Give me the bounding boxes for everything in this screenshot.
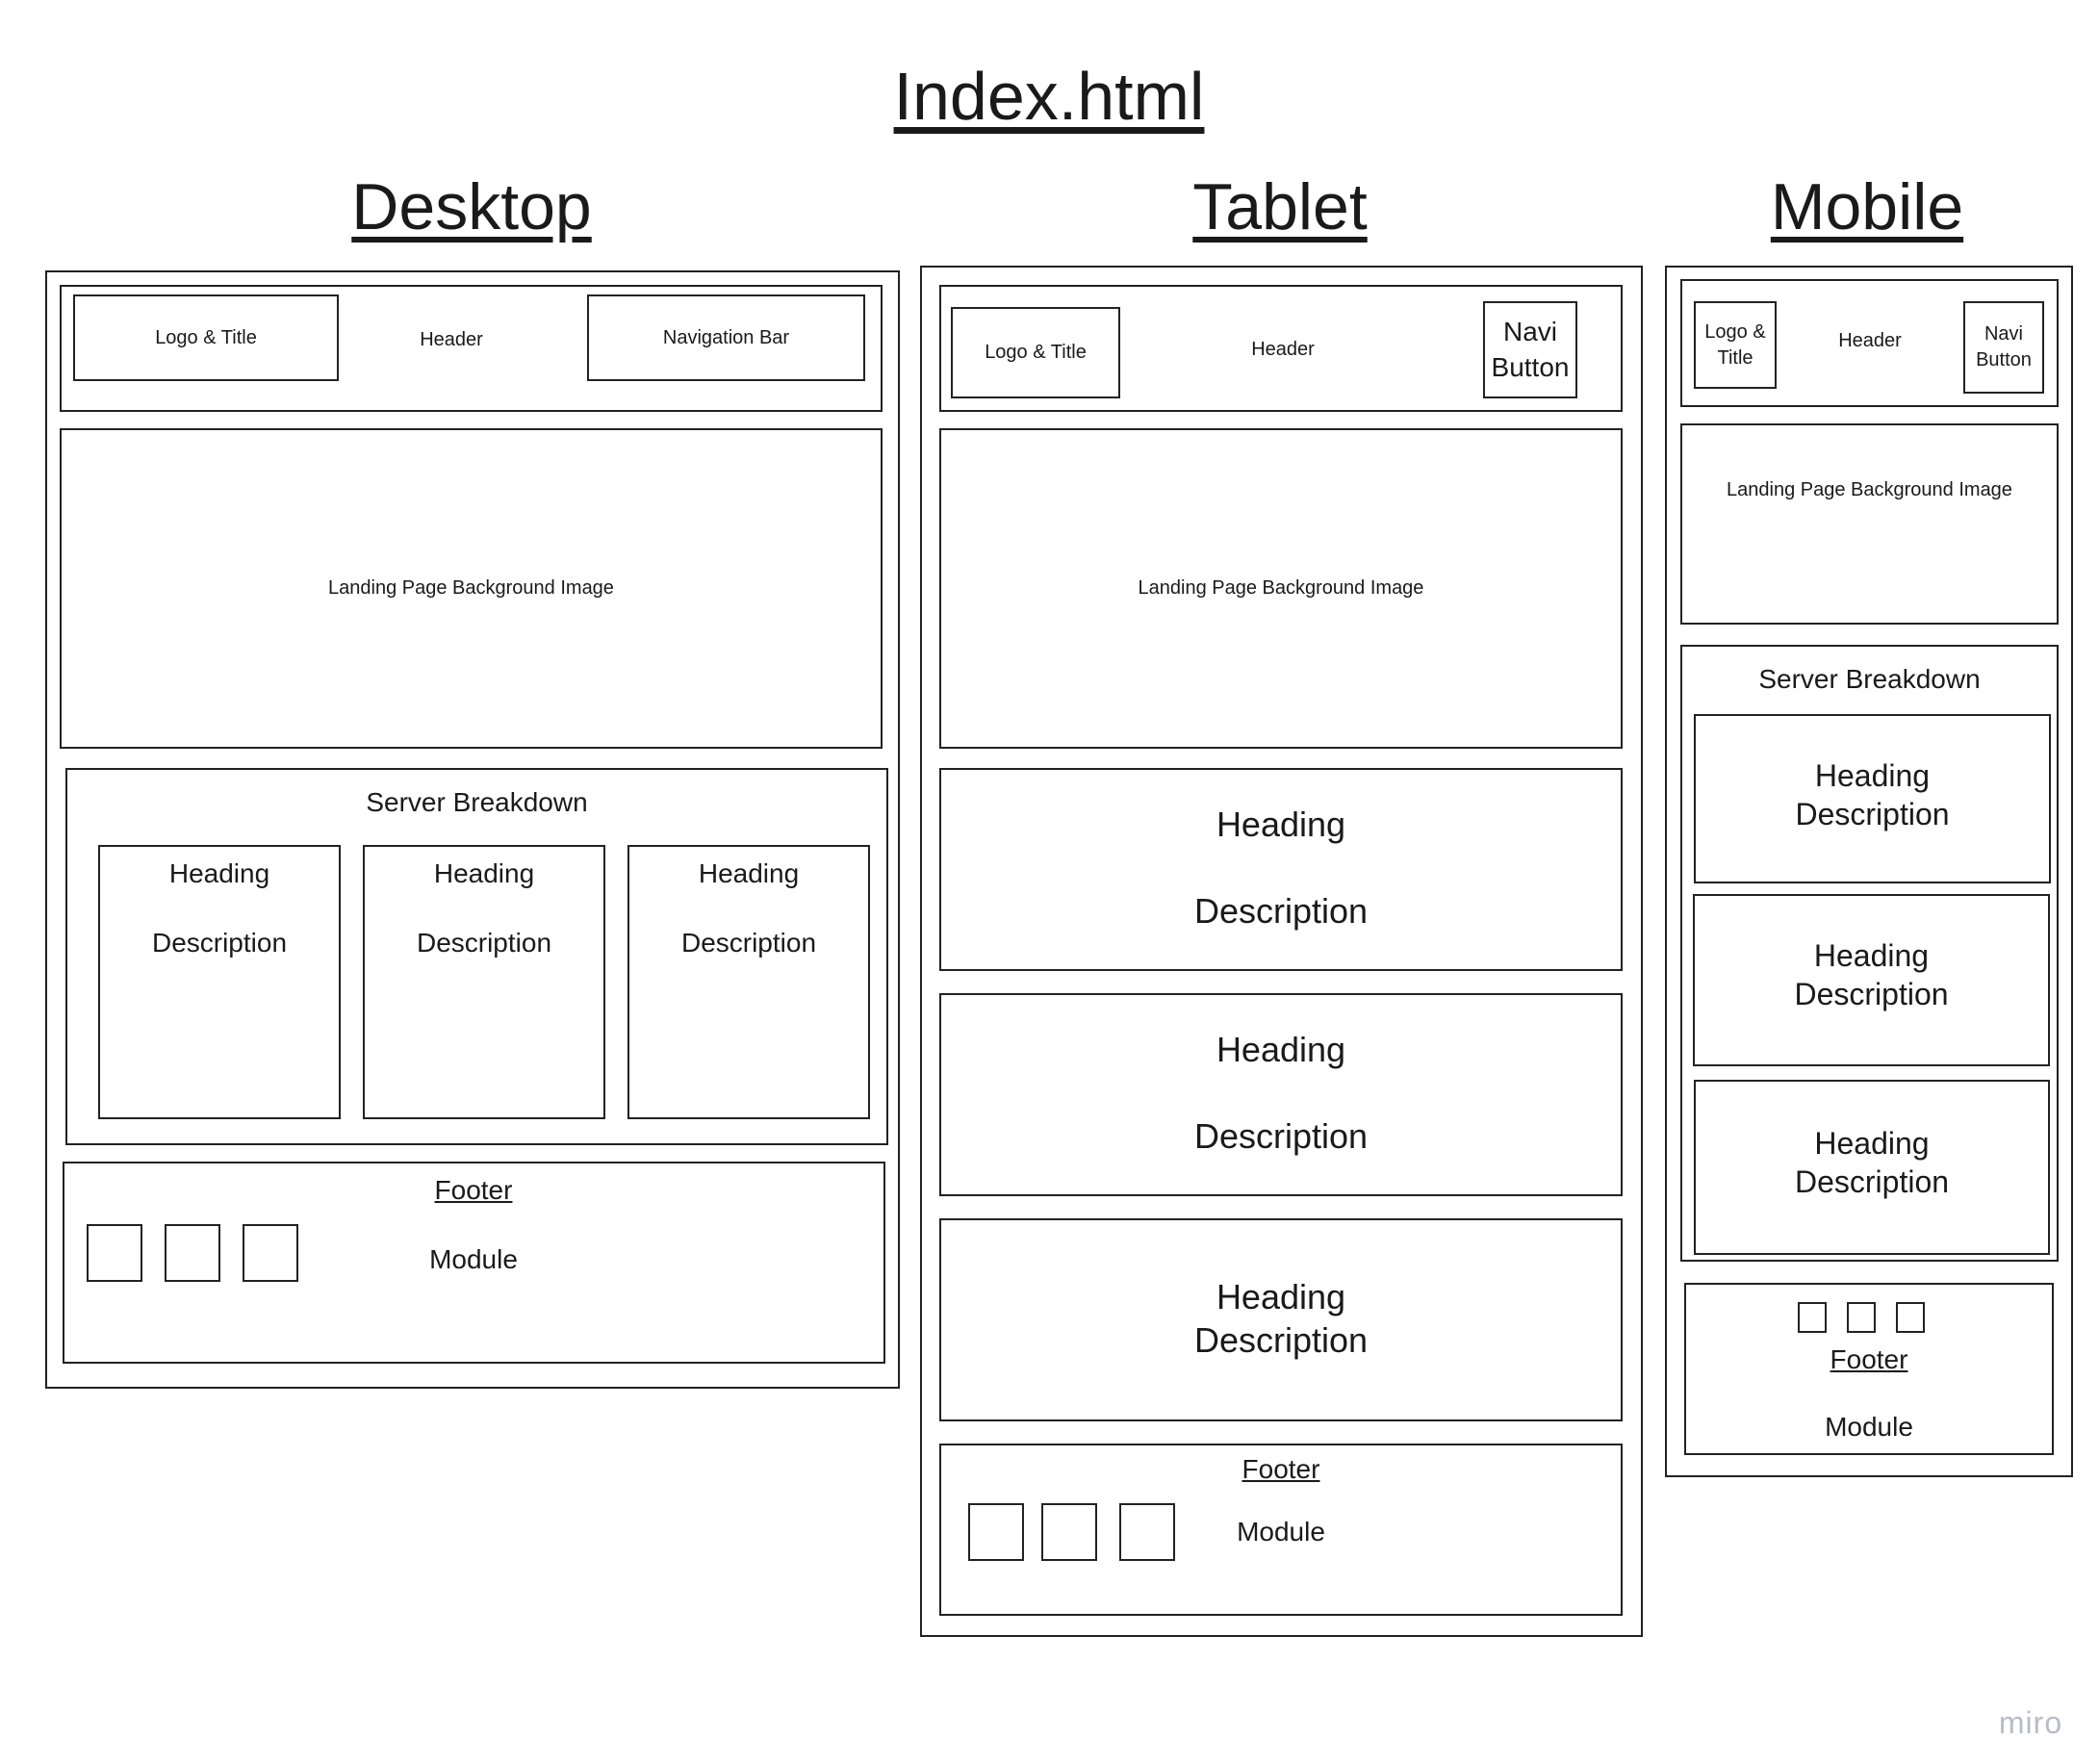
desktop-footer-module: Module [429,1244,518,1274]
tablet-logo-title: Logo & Title [951,307,1120,398]
desktop-footer-icon-2 [165,1224,220,1282]
mobile-footer-module: Module [1825,1412,1913,1442]
tablet-footer-icon-2 [1041,1503,1097,1561]
desktop-footer-label: Footer [434,1175,513,1205]
desktop-nav-bar: Navigation Bar [587,294,865,381]
mobile-header: Logo & Title Header Navi Button [1680,279,2059,407]
tablet-card-3-description: Description [1193,1320,1369,1360]
mobile-landing-label: Landing Page Background Image [1727,479,2012,500]
desktop-landing-label: Landing Page Background Image [328,577,614,599]
mobile-card-3: Heading Description [1694,1080,2050,1255]
desktop-landing-image: Landing Page Background Image [60,428,883,749]
tablet-footer-module: Module [1237,1517,1325,1547]
mobile-card-2-heading: Heading [1813,937,1930,973]
desktop-card-2-description: Description [416,928,552,958]
desktop-card-3: Heading Description [627,845,870,1119]
mobile-card-2: Heading Description [1693,894,2050,1066]
tablet-landing-image: Landing Page Background Image [939,428,1623,749]
tablet-footer-icon-3 [1119,1503,1175,1561]
mobile-header-label: Header [1838,329,1902,351]
desktop-card-2-heading: Heading [433,858,535,888]
mobile-navi-button[interactable]: Navi Button [1963,301,2044,394]
tablet-footer: Footer Module [939,1444,1623,1616]
desktop-logo-title: Logo & Title [73,294,339,381]
tablet-header: Logo & Title Header Navi Button [939,285,1623,412]
desktop-card-1: Heading Description [98,845,341,1119]
mobile-card-3-heading: Heading [1814,1125,1930,1161]
desktop-footer-icon-3 [243,1224,298,1282]
desktop-card-1-description: Description [151,928,288,958]
mobile-footer-icon-2 [1847,1302,1876,1333]
desktop-nav-bar-label: Navigation Bar [662,326,790,348]
tablet-card-1-description: Description [1193,891,1369,931]
tablet-navi-button-label: Navi Button [1491,317,1570,382]
mobile-footer-icon-1 [1798,1302,1827,1333]
mobile-card-1: Heading Description [1694,714,2051,883]
desktop-logo-title-label: Logo & Title [155,326,257,348]
desktop-server-breakdown: Server Breakdown Heading Description Hea… [65,768,888,1145]
tablet-header-label: Header [1251,338,1315,360]
tablet-card-1: Heading Description [939,768,1623,971]
desktop-card-2: Heading Description [363,845,605,1119]
desktop-card-3-description: Description [680,928,817,958]
mobile-landing-image: Landing Page Background Image [1680,423,2059,625]
tablet-card-1-heading: Heading [1216,805,1346,844]
desktop-footer: Footer Module [63,1162,885,1364]
desktop-card-1-heading: Heading [168,858,270,888]
mobile-server-breakdown-label: Server Breakdown [1758,664,1981,694]
mobile-card-3-description: Description [1794,1163,1950,1199]
tablet-card-2-description: Description [1193,1116,1369,1156]
mobile-footer-icon-3 [1896,1302,1925,1333]
tablet-card-2: Heading Description [939,993,1623,1196]
mobile-navi-button-label: Navi Button [1976,323,2032,371]
desktop-title: Desktop [351,170,592,243]
mobile-server-breakdown: Server Breakdown Heading Description Hea… [1680,645,2059,1262]
mobile-footer-label: Footer [1830,1344,1908,1374]
mobile-footer: Footer Module [1684,1283,2054,1455]
mobile-card-2-description: Description [1794,976,1949,1011]
tablet-card-2-heading: Heading [1216,1030,1346,1069]
desktop-card-3-heading: Heading [698,858,800,888]
tablet-landing-label: Landing Page Background Image [1138,577,1424,599]
tablet-footer-icon-1 [968,1503,1024,1561]
tablet-navi-button[interactable]: Navi Button [1483,301,1577,398]
desktop-header-label: Header [420,328,483,350]
mobile-title: Mobile [1770,170,1964,243]
desktop-server-breakdown-label: Server Breakdown [366,787,588,817]
mobile-logo-title-label: Logo & Title [1704,320,1766,369]
desktop-footer-icon-1 [87,1224,142,1282]
tablet-title: Tablet [1192,170,1368,243]
mobile-card-1-heading: Heading [1814,757,1931,793]
mobile-logo-title: Logo & Title [1694,301,1777,389]
page-title: Index.html [893,59,1205,134]
mobile-card-1-description: Description [1795,796,1950,831]
tablet-card-3-heading: Heading [1216,1277,1346,1317]
tablet-footer-label: Footer [1241,1454,1320,1484]
tablet-card-3: Heading Description [939,1218,1623,1421]
miro-watermark: miro [1998,1704,2063,1740]
tablet-logo-title-label: Logo & Title [985,342,1087,363]
desktop-header: Logo & Title Header Navigation Bar [60,285,883,412]
